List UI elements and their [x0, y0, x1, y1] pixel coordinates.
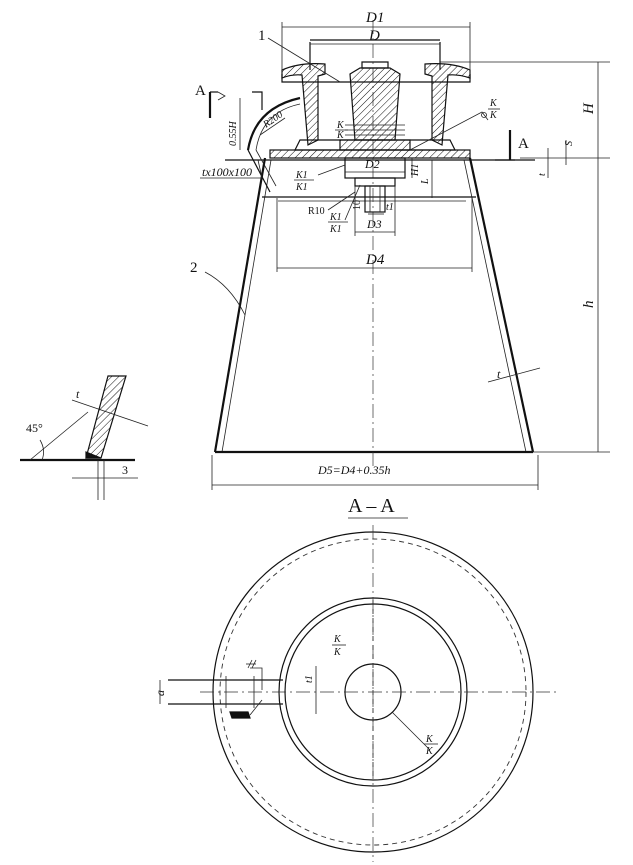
dim-d: D — [310, 28, 440, 45]
weld-kk-top-right: K K — [409, 98, 500, 151]
dim-t-small: t — [537, 148, 549, 178]
dim-d4: D4 — [276, 198, 473, 272]
dim-d5-label: D5=D4+0.35h — [317, 463, 391, 477]
item-1-label: 1 — [258, 28, 266, 44]
dim-s: S — [564, 140, 575, 165]
plan-weld-kk-lower-num: K — [425, 734, 434, 745]
weld-k1: K1 K1 — [294, 164, 346, 193]
section-cut-right: A — [495, 130, 529, 161]
dim-d5: D5=D4+0.35h — [211, 455, 539, 490]
dim-d1-label: D1 — [365, 10, 384, 26]
elevation-view: A A D1 D 1 0.55H R200 tx100x100 — [190, 10, 610, 490]
weld-k1b-num: K1 — [329, 212, 342, 223]
weld-k1-num: K1 — [295, 170, 308, 181]
conical-body — [213, 149, 535, 454]
detail-t-label: t — [76, 387, 80, 401]
dim-h-upper-label: H — [581, 102, 597, 115]
plan-weld-kk-lower: K K — [391, 711, 438, 757]
weld-kk-small-den: K — [336, 130, 345, 141]
item-1-leader — [267, 37, 341, 83]
deflector-plate — [246, 96, 301, 193]
dim-055h-label: 0.55H — [228, 121, 239, 147]
weld-kk-top-den: K — [489, 110, 498, 121]
section-cut-left: A — [195, 83, 263, 118]
dim-s-label: S — [564, 141, 575, 146]
wall-t-label: t — [497, 367, 501, 381]
r10-leader — [327, 191, 356, 211]
ten-label: 10 — [352, 200, 363, 210]
item-2-leader — [204, 271, 246, 316]
weld-kk-top-num: K — [489, 98, 498, 109]
plan-left-stub — [168, 659, 283, 719]
plate-leader — [200, 159, 263, 179]
weld-detail: 45° t 3 — [20, 375, 149, 500]
plan-weld-kk-upper-den: K — [333, 647, 342, 658]
r200-leader — [259, 117, 286, 136]
detail-gap-label: 3 — [122, 463, 128, 477]
r10-label: R10 — [308, 206, 325, 217]
plan-weld-kk-upper: K K — [332, 634, 346, 658]
detail-45-label: 45° — [26, 421, 43, 435]
dim-l-label: L — [420, 178, 431, 185]
item-2-label: 2 — [190, 260, 198, 276]
weld-k1b: K1 K1 — [328, 184, 361, 235]
plate-label: tx100x100 — [202, 165, 252, 179]
dim-d2-label: D2 — [364, 157, 380, 171]
dim-d1: D1 — [281, 10, 471, 74]
dim-h-lower: h — [520, 157, 610, 453]
dim-h-upper: H — [440, 61, 610, 158]
r200-label: R200 — [261, 109, 285, 131]
wall-t-line — [487, 367, 541, 383]
section-a-right-label: A — [518, 136, 529, 152]
weld-kk-small-num: K — [336, 120, 345, 131]
weld-kk-small: K K — [335, 120, 348, 141]
dim-t-small-label: t — [537, 173, 548, 176]
weld-k1-den: K1 — [295, 182, 308, 193]
dim-h-lower-label: h — [581, 301, 597, 309]
dim-d-label: D — [368, 28, 380, 44]
section-title: A – A — [348, 495, 395, 517]
section-a-left-label: A — [195, 83, 206, 99]
section-aa-plan: A – A a t1 — [153, 495, 560, 862]
plan-weld-kk-lower-den: K — [425, 746, 434, 757]
bollard-head — [281, 39, 471, 213]
dim-t1-label: t1 — [386, 202, 394, 213]
dim-a-label: a — [153, 690, 167, 696]
dim-t1-plan-label: t1 — [304, 675, 315, 683]
dim-d3-label: D3 — [366, 217, 382, 231]
plan-weld-kk-upper-num: K — [333, 634, 342, 645]
dim-h1-label: H1 — [410, 164, 421, 177]
dim-d4-label: D4 — [365, 252, 385, 268]
weld-k1b-den: K1 — [329, 224, 342, 235]
